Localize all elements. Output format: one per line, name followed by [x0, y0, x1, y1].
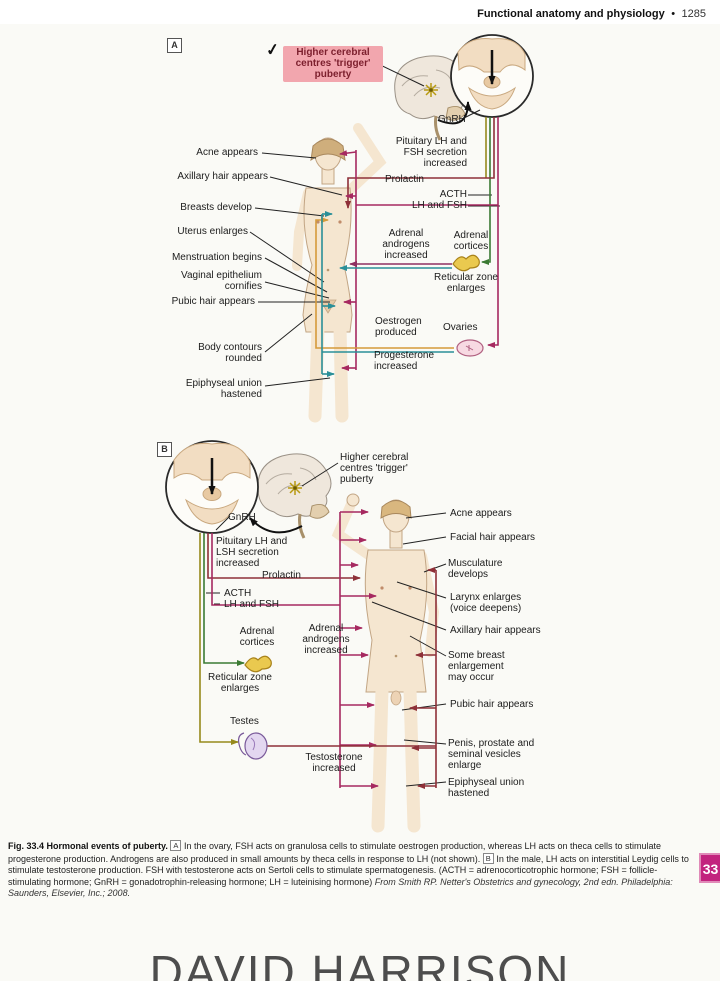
caption-text-b: In the male, LH acts on interstitial Ley… [8, 853, 689, 887]
testis-icon [237, 732, 268, 760]
adrenal-gland-icon-b [244, 655, 272, 673]
adrenal-cortices-label-a: Adrenal cortices [453, 230, 489, 253]
gnrh-label-a: GnRH [438, 114, 466, 125]
ovary-icon [456, 339, 484, 357]
trigger-label-b: Higher cerebral centres 'trigger' pubert… [340, 452, 409, 486]
oestrogen-label: Oestrogen produced [375, 316, 422, 339]
figure-caption: Fig. 33.4 Hormonal events of puberty. A … [8, 840, 698, 900]
watermark-text: DAVID HARRISON [149, 946, 571, 981]
label-pubic-a: Pubic hair appears [171, 296, 255, 307]
panel-marker-b: B [157, 442, 172, 457]
adrenal-androgens-label-b: Adrenal androgens increased [302, 623, 350, 657]
male-figure [331, 493, 440, 833]
adrenal-androgens-label-a: Adrenal androgens increased [382, 228, 430, 262]
caption-marker-a: A [170, 840, 182, 851]
pituitary-label-a: Pituitary LH and FSH secretion increased [395, 136, 467, 170]
label-penis-prostate: Penis, prostate and seminal vesicles enl… [448, 738, 535, 772]
ovaries-label: Ovaries [443, 322, 478, 333]
label-larynx: Larynx enlarges (voice deepens) [450, 592, 522, 615]
figure-panel-b: B Higher cerebral centres 'trigger' pube… [0, 430, 720, 842]
label-acne-b: Acne appears [450, 508, 512, 519]
acth-label-a: ACTH [439, 189, 467, 200]
label-epiphyseal-a: Epiphyseal union hastened [185, 378, 262, 401]
chapter-tab-badge: 33 [699, 853, 720, 883]
running-head-title: Functional anatomy and physiology [477, 8, 665, 20]
caption-title: Hormonal events of puberty. [46, 841, 168, 851]
panel-a-artwork [249, 34, 534, 423]
label-body-contours: Body contours rounded [198, 342, 262, 365]
label-uterus: Uterus enlarges [177, 226, 248, 237]
hypothalamus-star-icon [424, 83, 438, 97]
reticular-zone-label-b: Reticular zone enlarges [208, 672, 272, 695]
pituitary-label-b: Pituitary LH and LSH secretion increased [216, 536, 288, 570]
testosterone-label: Testosterone increased [305, 752, 363, 775]
brain-to-pituitary-arrow-a [437, 101, 472, 125]
caption-marker-b: B [482, 852, 494, 864]
brain-to-pituitary-arrow-b [249, 517, 303, 534]
label-facial-hair: Facial hair appears [450, 532, 536, 543]
adrenal-gland-icon-a [452, 254, 480, 272]
hormone-pathways-b [199, 509, 437, 789]
caption-fig-number: Fig. 33.4 [8, 841, 45, 851]
label-breasts: Breasts develop [180, 202, 252, 213]
trigger-label-a: Higher cerebral centres 'trigger' pubert… [283, 46, 383, 82]
label-menstruation: Menstruation begins [171, 252, 262, 263]
figure-panel-a: A ✓ Higher cerebral centres 'trigger' pu… [0, 30, 720, 430]
caption-text-a: In the ovary, FSH acts on granulosa cell… [8, 841, 662, 864]
page-header: Functional anatomy and physiology • 1285 [0, 0, 720, 24]
gnrh-label-b: GnRH [228, 512, 256, 523]
pituitary-inset-a [450, 34, 534, 118]
reticular-zone-label-a: Reticular zone enlarges [434, 272, 498, 295]
hypothalamus-star-icon-b [288, 481, 302, 495]
brain-illustration-a [394, 55, 468, 141]
label-acne-a: Acne appears [196, 147, 258, 158]
header-bullet: • [671, 8, 676, 20]
label-epiphyseal-b: Epiphyseal union hastened [448, 777, 525, 800]
label-vaginal: Vaginal epithelium cornifies [181, 270, 262, 293]
panel-marker-a: A [167, 38, 182, 53]
prolactin-label-b: Prolactin [262, 570, 301, 581]
adrenal-cortices-label-b: Adrenal cortices [239, 626, 275, 649]
lh-fsh-label-b: LH and FSH [224, 599, 280, 610]
prolactin-label-a: Prolactin [385, 174, 424, 185]
label-pubic-b: Pubic hair appears [450, 699, 534, 710]
label-axillary-b: Axillary hair appears [450, 625, 541, 636]
acth-label-b: ACTH [224, 588, 252, 599]
hormone-pathways-a [315, 117, 499, 377]
checkmark-icon: ✓ [264, 41, 281, 60]
pituitary-inset-b [165, 440, 259, 534]
label-musculature: Musculature develops [448, 558, 503, 581]
page-number: 1285 [681, 8, 706, 20]
panel-b-artwork [165, 440, 447, 833]
label-pointer-lines-b [206, 462, 447, 787]
caption-source: From Smith RP. Netter's Obstetrics and g… [8, 876, 673, 899]
label-breast-enlargement: Some breast enlargement may occur [448, 650, 505, 684]
brain-illustration-b [257, 453, 332, 539]
testes-label: Testes [230, 716, 259, 727]
label-axillary-a: Axillary hair appears [177, 171, 268, 182]
progesterone-label: Progesterone increased [374, 350, 435, 373]
lh-fsh-label-a: LH and FSH [411, 200, 467, 211]
